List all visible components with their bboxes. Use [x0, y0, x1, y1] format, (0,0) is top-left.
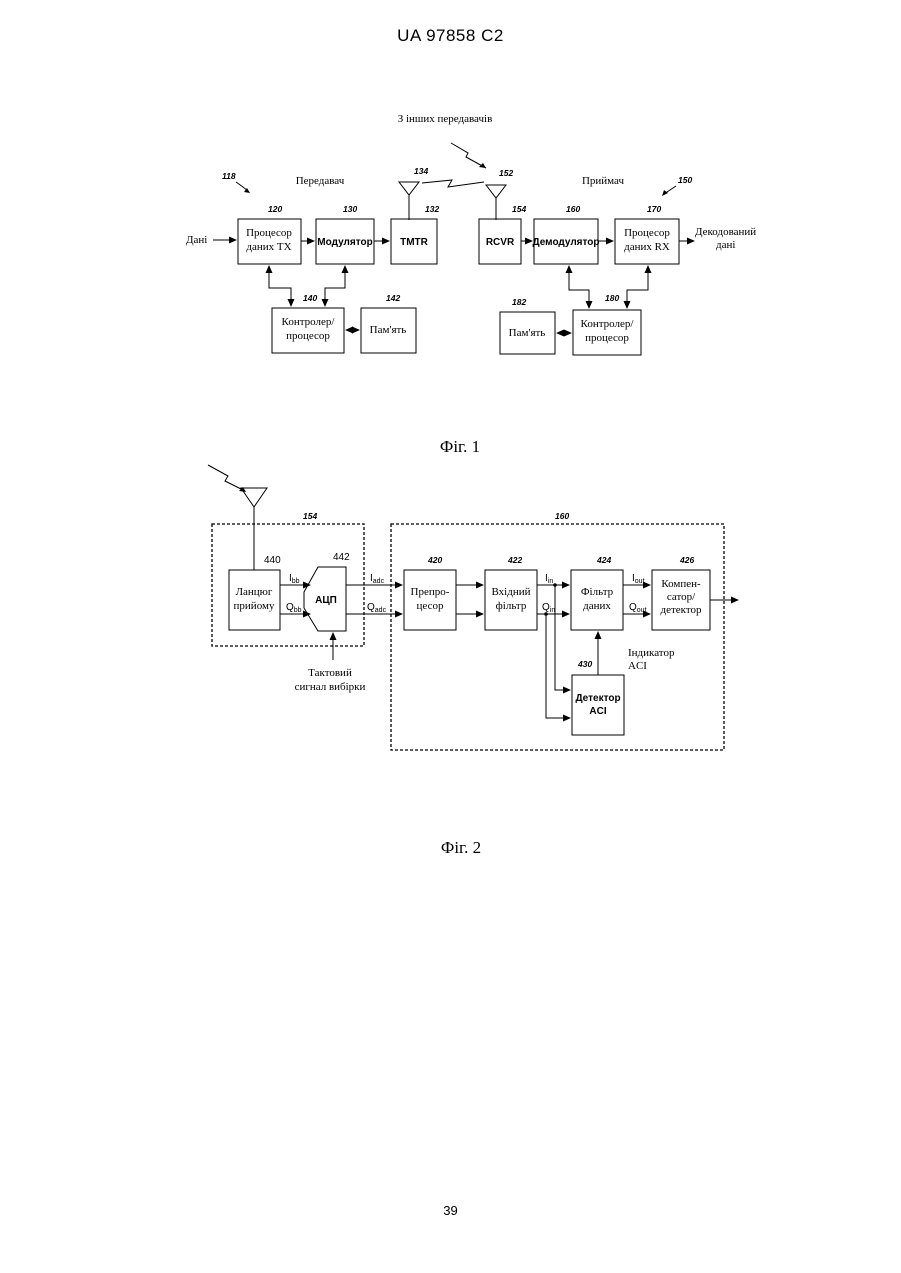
rx-chain-line1: Ланцюг: [236, 586, 273, 598]
ref-120: 120: [268, 204, 282, 214]
tmtr-label: TMTR: [400, 237, 429, 248]
data-filter-line2: даних: [583, 600, 611, 612]
tx-ctrl-line2: процесор: [286, 330, 330, 342]
signal-iout: Iout: [632, 573, 645, 585]
rx-proc-line1: Процесор: [624, 227, 670, 239]
aci-det-line1: Детектор: [575, 693, 620, 704]
clock-label-line2: сигнал вибірки: [295, 681, 366, 693]
rx-ctrl-line2: процесор: [585, 332, 629, 344]
signal-ibb: Ibb: [289, 573, 300, 585]
ref-132: 132: [425, 204, 439, 214]
ref-420: 420: [427, 555, 442, 565]
signal-iin: Iin: [545, 573, 553, 585]
ref-140: 140: [303, 293, 317, 303]
tx-proc-line2: даних TX: [246, 241, 291, 253]
figure-2: 154 160 440 Ланцюг прийому 442 АЦП Такто…: [208, 465, 738, 857]
figure-1-caption: Фіг. 1: [440, 437, 480, 456]
receiver-label: Приймач: [582, 175, 625, 187]
ref-142: 142: [386, 293, 400, 303]
preproc-line2: цесор: [417, 600, 444, 612]
ref-430: 430: [577, 659, 592, 669]
comp-line3: детектор: [660, 604, 702, 616]
incoming-signal-icon: [208, 465, 245, 491]
ref-154-fig1: 154: [512, 204, 526, 214]
page-number: 39: [0, 1203, 901, 1218]
preproc-line1: Препро-: [411, 586, 450, 598]
tx-proc-line1: Процесор: [246, 227, 292, 239]
ref-152: 152: [499, 168, 513, 178]
input-filter-line1: Вхідний: [491, 586, 530, 598]
ref-134: 134: [414, 166, 428, 176]
ref-154-fig2: 154: [303, 511, 317, 521]
adc-label: АЦП: [315, 595, 337, 606]
aci-det-line2: ACI: [589, 706, 606, 717]
ref-426: 426: [679, 555, 694, 565]
ref-424: 424: [596, 555, 611, 565]
ref-170: 170: [647, 204, 661, 214]
ref-180: 180: [605, 293, 619, 303]
tx-memory-label: Пам'ять: [370, 324, 407, 336]
air-link-icon: [422, 180, 484, 187]
rx-chain-line2: прийому: [234, 600, 275, 612]
ref-118: 118: [222, 171, 236, 181]
output-label-line1: Декодований: [695, 226, 756, 238]
ref-442: 442: [333, 552, 350, 563]
figure-1: З інших передавачів Передавач Приймач 11…: [186, 113, 756, 456]
comp-line1: Компен-: [661, 578, 701, 590]
rx-antenna-icon: [486, 185, 506, 198]
rcvr-label: RCVR: [486, 237, 515, 248]
output-label-line2: дані: [716, 239, 735, 251]
input-data-label: Дані: [186, 234, 207, 246]
rx-ctrl-line1: Контролер/: [581, 318, 635, 330]
signal-qadc: Qadc: [367, 602, 387, 614]
data-filter-line1: Фільтр: [581, 586, 614, 598]
rx-proc-line2: даних RX: [624, 241, 670, 253]
tx-antenna-icon: [399, 182, 419, 195]
ref-130: 130: [343, 204, 357, 214]
other-transmitters-label: З інших передавачів: [398, 113, 493, 125]
rx-memory-label: Пам'ять: [509, 327, 546, 339]
tx-ctrl-line1: Контролер/: [282, 316, 336, 328]
comp-line2: сатор/: [667, 591, 696, 603]
ref-150: 150: [678, 175, 692, 185]
input-filter-line2: фільтр: [496, 600, 527, 612]
clock-label-line1: Тактовий: [308, 667, 352, 679]
ref-182: 182: [512, 297, 526, 307]
ref-160-fig2: 160: [555, 511, 569, 521]
lightning-icon: [451, 143, 486, 168]
ref-422: 422: [507, 555, 522, 565]
signal-qin: Qin: [542, 602, 555, 614]
figure-2-caption: Фіг. 2: [441, 838, 481, 857]
signal-qbb: Qbb: [286, 602, 302, 614]
signal-iadc: Iadc: [370, 573, 385, 585]
demodulator-label: Демодулятор: [533, 237, 600, 248]
aci-indicator-line1: Індикатор: [628, 647, 675, 659]
aci-indicator-line2: ACI: [628, 660, 647, 672]
ref-160-fig1: 160: [566, 204, 580, 214]
ref-440: 440: [264, 555, 281, 566]
transmitter-label: Передавач: [296, 175, 345, 187]
signal-qout: Qout: [629, 602, 647, 614]
aci-detector-block: [572, 675, 624, 735]
modulator-label: Модулятор: [317, 237, 372, 248]
